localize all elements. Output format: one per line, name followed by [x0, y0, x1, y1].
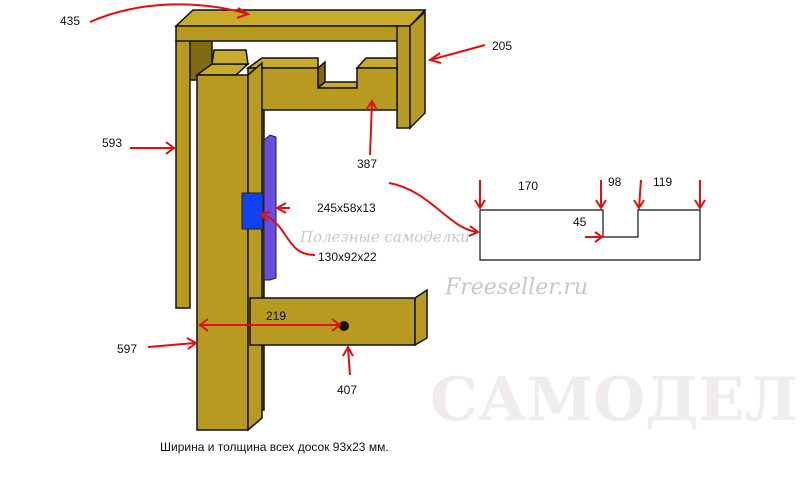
label-profile-depth: 45 [573, 215, 587, 229]
caption: Ширина и толщина всех досок 93x23 мм. [160, 440, 389, 454]
label-back-post: 593 [102, 136, 122, 150]
label-profile-notch: 98 [608, 175, 622, 189]
watermark-line1: Полезные самоделки [299, 228, 470, 246]
front-post [194, 49, 263, 432]
label-distance: 219 [266, 309, 286, 323]
top-right-post [396, 10, 426, 130]
plate [263, 134, 277, 281]
label-plate: 245x58x13 [317, 201, 376, 215]
label-top-post: 205 [492, 39, 512, 53]
arrows [89, 3, 706, 376]
label-profile-left: 170 [518, 179, 538, 193]
block [241, 192, 264, 230]
label-block: 130x92x22 [318, 250, 377, 264]
label-arm: 387 [357, 157, 377, 171]
watermark-big: САМОДЕЛКИ [430, 365, 800, 435]
arm [245, 57, 398, 111]
top-beam [174, 9, 427, 42]
label-profile-right: 119 [653, 175, 672, 189]
lower-arm [249, 288, 428, 347]
label-top-beam: 435 [60, 14, 80, 28]
profile-outline [479, 209, 701, 261]
pivot-hole [339, 321, 349, 331]
back-post [175, 39, 213, 309]
watermark-line2: Freeseller.ru [444, 275, 588, 300]
label-front-post: 597 [117, 342, 137, 356]
label-lower-arm: 407 [337, 383, 357, 397]
